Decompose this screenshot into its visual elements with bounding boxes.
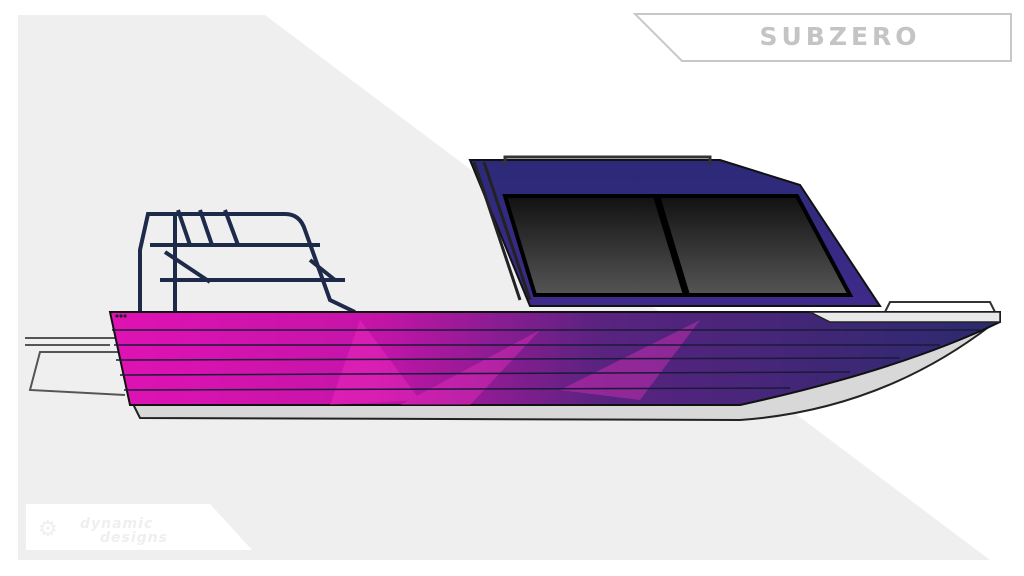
bow-rail: [884, 301, 996, 313]
cabin-ladder: [472, 161, 532, 301]
svg-text:designs: designs: [100, 530, 168, 546]
swim-platform-bracket: [25, 337, 126, 396]
hull-graphic-shards: [330, 320, 700, 405]
hull-strakes: [112, 329, 980, 391]
cabin-window-right: [655, 194, 854, 297]
brand-logo: ⚙ dynamic designs: [38, 516, 168, 546]
transom-lights: [115, 314, 127, 318]
svg-text:⚙: ⚙: [38, 517, 58, 542]
cabin-roof-rail: [503, 155, 712, 165]
gunwale-trim: [809, 311, 1001, 323]
t-top-frame: [138, 209, 356, 314]
cabin-window-left: [502, 194, 688, 297]
svg-text:dynamic: dynamic: [80, 516, 153, 532]
background-panel: [18, 15, 990, 560]
brand-logo-panel: [26, 504, 252, 550]
model-label-frame: [632, 13, 1012, 62]
model-name: SUBZERO: [759, 22, 921, 51]
